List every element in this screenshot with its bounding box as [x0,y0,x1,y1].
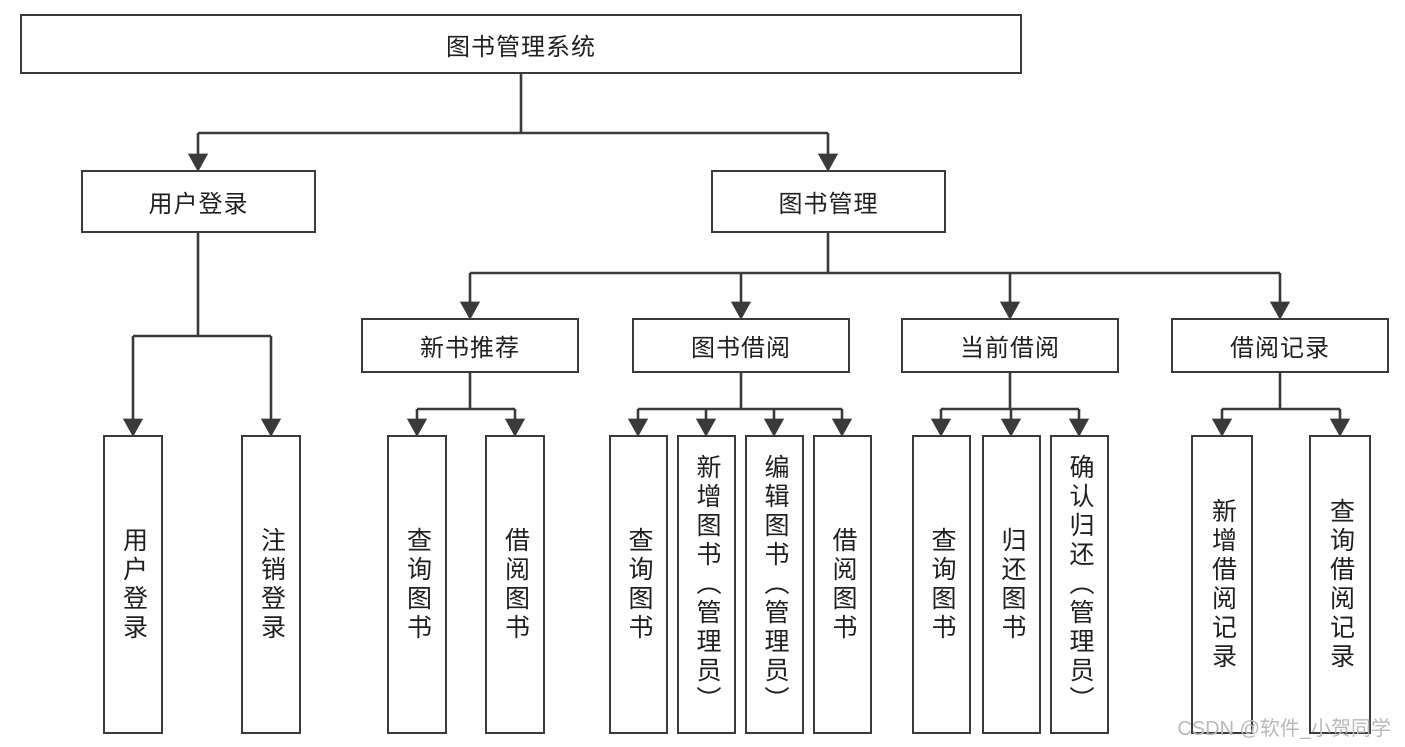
leaf-query-book-1[interactable]: 查询图书 [387,435,447,734]
node-borrow-record-label: 借阅记录 [1230,335,1330,362]
leaf-add-record-label: 新增借阅记录 [1208,497,1237,672]
node-book-manage-label: 图书管理 [778,191,879,218]
leaf-edit-book[interactable]: 编辑图书（管理员） [745,435,804,734]
node-book-borrow-label: 图书借阅 [691,335,791,362]
node-new-book-recommend-label: 新书推荐 [420,335,520,362]
csdn-watermark: CSDN @软件_小贺同学 [1177,718,1391,740]
leaf-query-book-2-label: 查询图书 [625,526,653,643]
node-user-login-label: 用户登录 [148,191,249,218]
node-root-label: 图书管理系统 [446,33,596,61]
node-user-login[interactable]: 用户登录 [81,170,316,233]
node-book-manage[interactable]: 图书管理 [711,170,946,233]
leaf-borrow-book-2-label: 借阅图书 [829,526,857,643]
leaf-add-book-label: 新增图书（管理员） [693,454,721,715]
leaf-query-book-1-label: 查询图书 [403,526,432,643]
leaf-borrow-book-2[interactable]: 借阅图书 [813,435,872,734]
leaf-query-record-label: 查询借阅记录 [1326,497,1355,672]
leaf-edit-book-label: 编辑图书（管理员） [761,454,789,715]
leaf-return-book-label: 归还图书 [998,526,1026,643]
leaf-add-record[interactable]: 新增借阅记录 [1191,435,1253,734]
leaf-query-book-3[interactable]: 查询图书 [912,435,971,734]
leaf-query-book-3-label: 查询图书 [928,526,956,643]
leaf-confirm-return[interactable]: 确认归还（管理员） [1050,435,1109,734]
leaf-logout-label: 注销登录 [257,526,286,643]
leaf-query-record[interactable]: 查询借阅记录 [1309,435,1371,734]
leaf-confirm-return-label: 确认归还（管理员） [1066,454,1094,715]
leaf-borrow-book-1-label: 借阅图书 [501,526,530,643]
node-book-borrow[interactable]: 图书借阅 [632,318,850,373]
leaf-return-book[interactable]: 归还图书 [982,435,1041,734]
leaf-user-login[interactable]: 用户登录 [103,435,163,734]
node-current-borrow-label: 当前借阅 [960,335,1060,362]
leaf-logout[interactable]: 注销登录 [241,435,301,734]
node-borrow-record[interactable]: 借阅记录 [1171,318,1389,373]
node-new-book-recommend[interactable]: 新书推荐 [361,318,579,373]
leaf-user-login-label: 用户登录 [119,526,148,643]
node-current-borrow[interactable]: 当前借阅 [901,318,1119,373]
node-root[interactable]: 图书管理系统 [20,14,1022,74]
leaf-borrow-book-1[interactable]: 借阅图书 [485,435,545,734]
leaf-add-book[interactable]: 新增图书（管理员） [677,435,736,734]
leaf-query-book-2[interactable]: 查询图书 [609,435,668,734]
